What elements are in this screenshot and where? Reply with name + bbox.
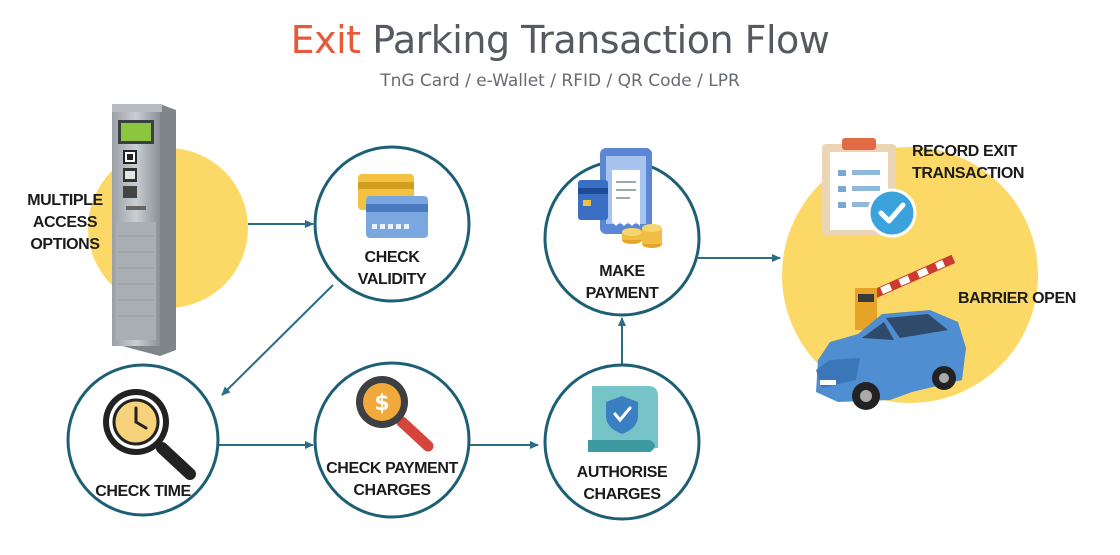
label-line: CHECK	[364, 249, 420, 266]
label-check-payment-charges: CHECK PAYMENT CHARGES	[317, 458, 467, 502]
label-line: MULTIPLE	[27, 192, 103, 209]
label-barrier-open: BARRIER OPEN	[958, 288, 1098, 310]
label-check-validity: CHECK VALIDITY	[332, 247, 452, 291]
barrier-car-icon	[816, 254, 966, 410]
label-line: CHARGES	[353, 482, 431, 499]
label-line: ACCESS	[32, 214, 98, 231]
label-access-options: MULTIPLE ACCESS OPTIONS	[10, 190, 120, 256]
arrow-validity-to-time	[221, 284, 334, 396]
title-accent: Exit	[290, 18, 361, 62]
label-authorise-charges: AUTHORISE CHARGES	[562, 462, 682, 506]
shield-document-icon	[588, 386, 658, 452]
label-line: RECORD EXIT	[912, 143, 1017, 160]
phone-payment-icon	[578, 148, 662, 248]
label-line: TRANSACTION	[912, 165, 1025, 182]
page-title: Exit Parking Transaction Flow	[0, 18, 1120, 62]
parking-kiosk-icon	[112, 104, 176, 356]
page-subtitle: TnG Card / e-Wallet / RFID / QR Code / L…	[380, 71, 740, 91]
dollar-magnifier-icon: $	[356, 376, 434, 452]
node-check-payment-charges	[313, 361, 471, 519]
label-line: CHARGES	[583, 486, 661, 503]
label-line: CHECK PAYMENT	[326, 460, 458, 477]
label-line: BARRIER OPEN	[958, 290, 1076, 307]
label-line: AUTHORISE	[576, 464, 668, 481]
label-line: OPTIONS	[30, 236, 100, 253]
title-rest: Parking Transaction Flow	[372, 18, 830, 62]
svg-text:$: $	[374, 391, 389, 416]
label-line: CHECK TIME	[95, 483, 191, 500]
clipboard-check-icon	[822, 138, 917, 238]
label-record-exit: RECORD EXIT TRANSACTION	[912, 141, 1052, 185]
label-make-payment: MAKE PAYMENT	[562, 261, 682, 305]
label-line: MAKE	[599, 263, 645, 280]
cards-icon	[358, 174, 428, 238]
label-line: PAYMENT	[585, 285, 659, 302]
clock-magnifier-icon	[103, 389, 196, 480]
label-check-time: CHECK TIME	[83, 481, 203, 503]
label-line: VALIDITY	[357, 271, 427, 288]
